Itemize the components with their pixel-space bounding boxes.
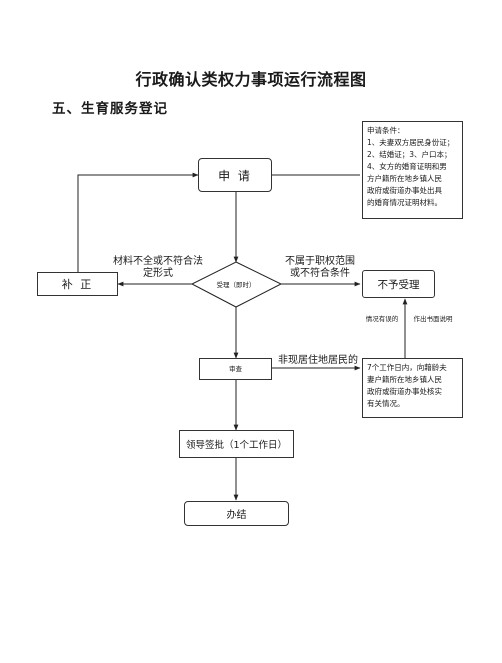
page-title: 行政确认类权力事项运行流程图 [135,70,367,89]
verify-note: 7个工作日内，向藉龄夫 妻户籍所在地乡镇人民 政府或街道办事处核实 有关情况。 [362,358,463,418]
decision-diamond [190,261,283,308]
conditions-line: 2、结婚证；3、户口本； [367,150,452,159]
verify-line: 有关情况。 [367,399,405,408]
section-heading: 五、生育服务登记 [52,101,168,117]
node-review: 审查 [199,358,272,380]
node-accept: 受理（即时） [216,280,256,289]
node-apply: 申 请 [198,158,272,192]
conditions-line: 4、女方的婚育证明和男 [367,162,447,171]
conditions-line: 方户籍所在地乡镇人民 [367,174,442,183]
edge-label-out-of-scope: 不属于职权范围 或不符合条件 [285,256,355,279]
verify-line: 政府或街道办事处核实 [367,387,442,396]
conditions-line: 政府或街道办事处出具 [367,186,442,195]
conditions-line: 申请条件： [367,126,405,135]
edge-label-written-notice: 作出书面说明 [413,315,453,323]
verify-line: 7个工作日内，向藉龄夫 [367,363,447,372]
node-reject: 不予受理 [362,270,435,298]
conditions-note: 申请条件： 1、夫妻双方居民身份证； 2、结婚证；3、户口本； 4、女方的婚育证… [362,121,463,219]
node-supplement: 补 正 [37,272,118,296]
conditions-line: 1、夫妻双方居民身份证； [367,138,455,147]
conditions-line: 的婚育情况证明材料。 [367,198,442,207]
edge-label-non-resident: 非现居住地居民的 [278,355,358,366]
node-done: 办结 [184,501,289,526]
edge-label-situation-unclear: 情况有误的 [365,315,399,323]
edge-label-incomplete: 材料不全或不符合法 定形式 [113,256,203,279]
verify-line: 妻户籍所在地乡镇人民 [367,375,442,384]
arrow-supplement-to-apply [77,172,199,272]
node-approve: 领导签批（1个工作日） [179,430,294,458]
